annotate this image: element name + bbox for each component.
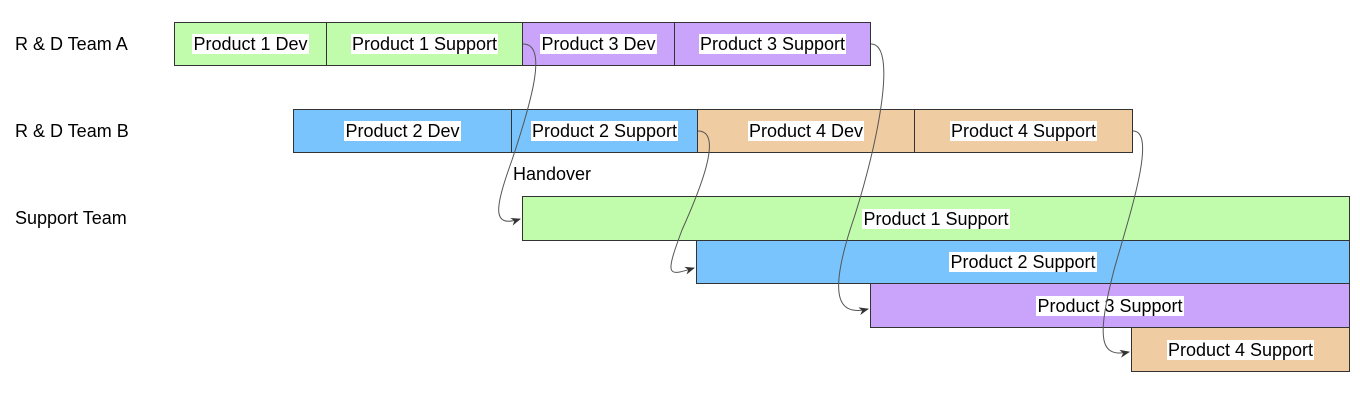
row-label-support-team: Support Team xyxy=(15,208,127,228)
team-a-product-3-support: Product 3 Support xyxy=(674,22,871,66)
block-label: Product 4 Dev xyxy=(747,121,865,141)
handover-arrow-product-2 xyxy=(670,130,710,275)
handover-arrow-product-3 xyxy=(838,43,885,316)
block-label: Product 1 Support xyxy=(350,34,499,54)
row-label-team-b: R & D Team B xyxy=(15,121,129,141)
row-label-team-a: R & D Team A xyxy=(15,34,128,54)
block-label: Product 3 Support xyxy=(1036,295,1184,316)
block-label: Product 2 Dev xyxy=(344,121,461,141)
handover-arrow-product-1 xyxy=(498,43,537,226)
block-label: Product 4 Support xyxy=(949,121,1098,141)
team-b-product-4-dev: Product 4 Dev xyxy=(697,109,915,153)
team-b-product-4-support: Product 4 Support xyxy=(914,109,1133,153)
support-product-4-support: Product 4 Support xyxy=(1131,327,1350,372)
team-b-product-2-dev: Product 2 Dev xyxy=(293,109,512,153)
team-a-product-3-dev: Product 3 Dev xyxy=(522,22,675,66)
block-label: Product 2 Support xyxy=(530,121,679,141)
handover-label: Handover xyxy=(513,164,592,184)
handover-arrow-product-4 xyxy=(1102,130,1144,358)
team-a-product-1-support: Product 1 Support xyxy=(326,22,523,66)
support-product-3-support: Product 3 Support xyxy=(870,283,1350,328)
block-label: Product 1 Dev xyxy=(192,34,309,54)
block-label: Product 3 Dev xyxy=(540,34,657,54)
block-label: Product 1 Support xyxy=(862,208,1010,229)
block-label: Product 3 Support xyxy=(698,34,847,54)
block-label: Product 2 Support xyxy=(949,252,1097,272)
block-label: Product 4 Support xyxy=(1166,339,1315,360)
team-a-product-1-dev: Product 1 Dev xyxy=(174,22,327,66)
